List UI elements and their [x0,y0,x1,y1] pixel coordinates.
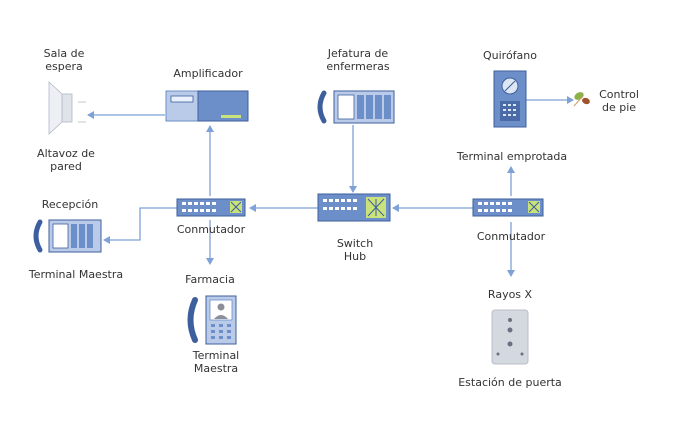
door-station-icon [491,309,529,365]
label-line: de pie [601,101,637,114]
label-switch-hub: Switch Hub [320,237,390,263]
label-recepcion: Recepción [41,198,99,211]
network-switch-icon [176,198,246,217]
label-line: pared [50,160,82,173]
flush-terminal-icon [493,70,527,128]
label-terminal-maestra: Terminal Maestra [176,349,256,375]
amplifier-icon [165,90,249,122]
label-quirofano: Quirófano [482,49,537,62]
label-line: Sala de [43,47,85,60]
label-line: Altavoz de [37,147,95,160]
label-control-pie: Control de pie [594,88,644,114]
label-farmacia: Farmacia [185,273,235,286]
speaker-icon [48,81,86,135]
label-line: Switch [336,237,374,250]
master-terminal-icon [317,90,395,124]
network-switch-icon [472,198,544,217]
label-line: Jefatura de [327,47,389,60]
label-conmutador-left: Conmutador [176,223,246,236]
label-line: espera [45,60,83,73]
label-sala-espera: Sala de espera [30,47,98,73]
connections [87,96,574,277]
label-altavoz: Altavoz de pared [26,147,106,173]
label-rayos-x: Rayos X [487,288,533,301]
label-line: Control [599,88,639,101]
label-terminal-maestra-left: Terminal Maestra [28,268,124,281]
label-jefatura: Jefatura de enfermeras [310,47,406,73]
handset-terminal-icon [187,295,237,345]
label-line: Maestra [193,362,239,375]
label-line: Terminal [192,349,240,362]
label-line: enfermeras [326,60,390,73]
foot-control-icon [573,92,590,107]
label-estacion-puerta: Estación de puerta [458,376,562,389]
master-terminal-icon [33,219,102,253]
label-amplificador: Amplificador [173,67,243,80]
label-line: Hub [343,250,367,263]
link-conmutador-to-recepcion [103,207,177,244]
network-switch-icon [317,193,391,222]
label-terminal-empotrada: Terminal emprotada [456,150,568,163]
label-conmutador-right: Conmutador [476,230,546,243]
